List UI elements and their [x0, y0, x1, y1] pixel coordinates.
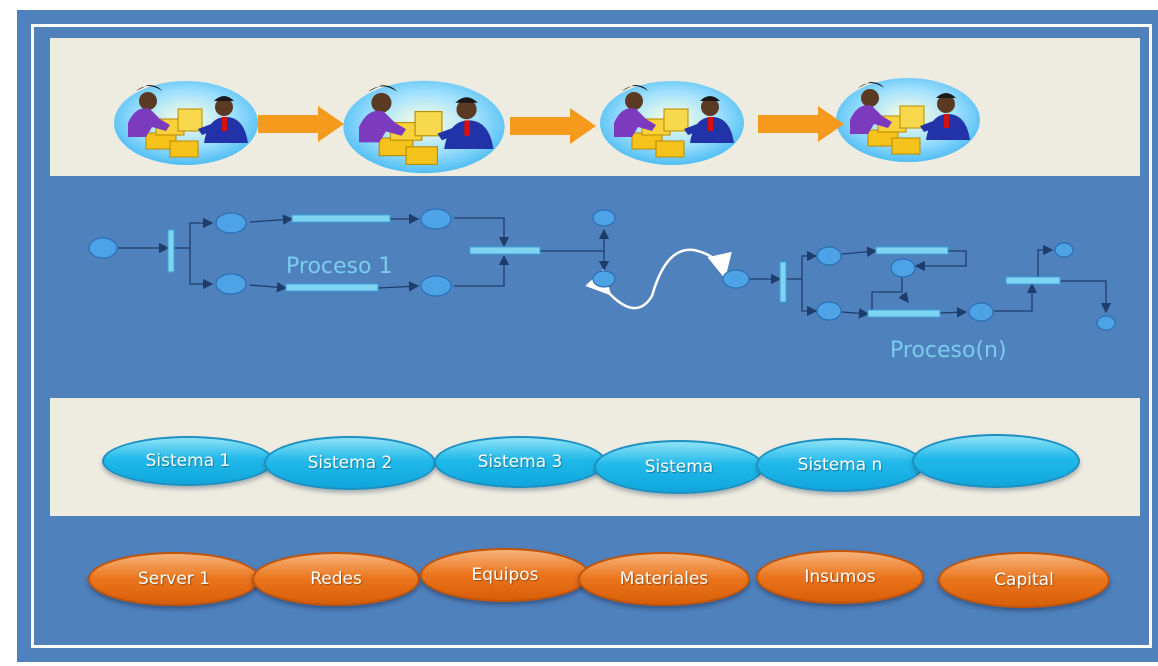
resource-pill-capital: Capital: [938, 552, 1110, 608]
system-pill-1: Sistema 1: [102, 436, 274, 486]
system-pill-3: Sistema 3: [434, 436, 606, 488]
system-pill-4: Sistema: [594, 440, 764, 494]
system-pill-2: Sistema 2: [264, 436, 436, 490]
resource-pill-server: Server 1: [88, 552, 260, 606]
system-pill-n: Sistema n: [756, 438, 924, 492]
resource-pill-insumos: Insumos: [756, 550, 924, 604]
process-1-label: Proceso 1: [286, 254, 393, 279]
resource-pill-equipos: Equipos: [420, 548, 590, 602]
system-pill-empty: [912, 434, 1080, 488]
resource-pill-redes: Redes: [252, 552, 420, 606]
resource-pill-materiales: Materiales: [578, 552, 750, 606]
process-n-label: Proceso(n): [890, 338, 1007, 363]
